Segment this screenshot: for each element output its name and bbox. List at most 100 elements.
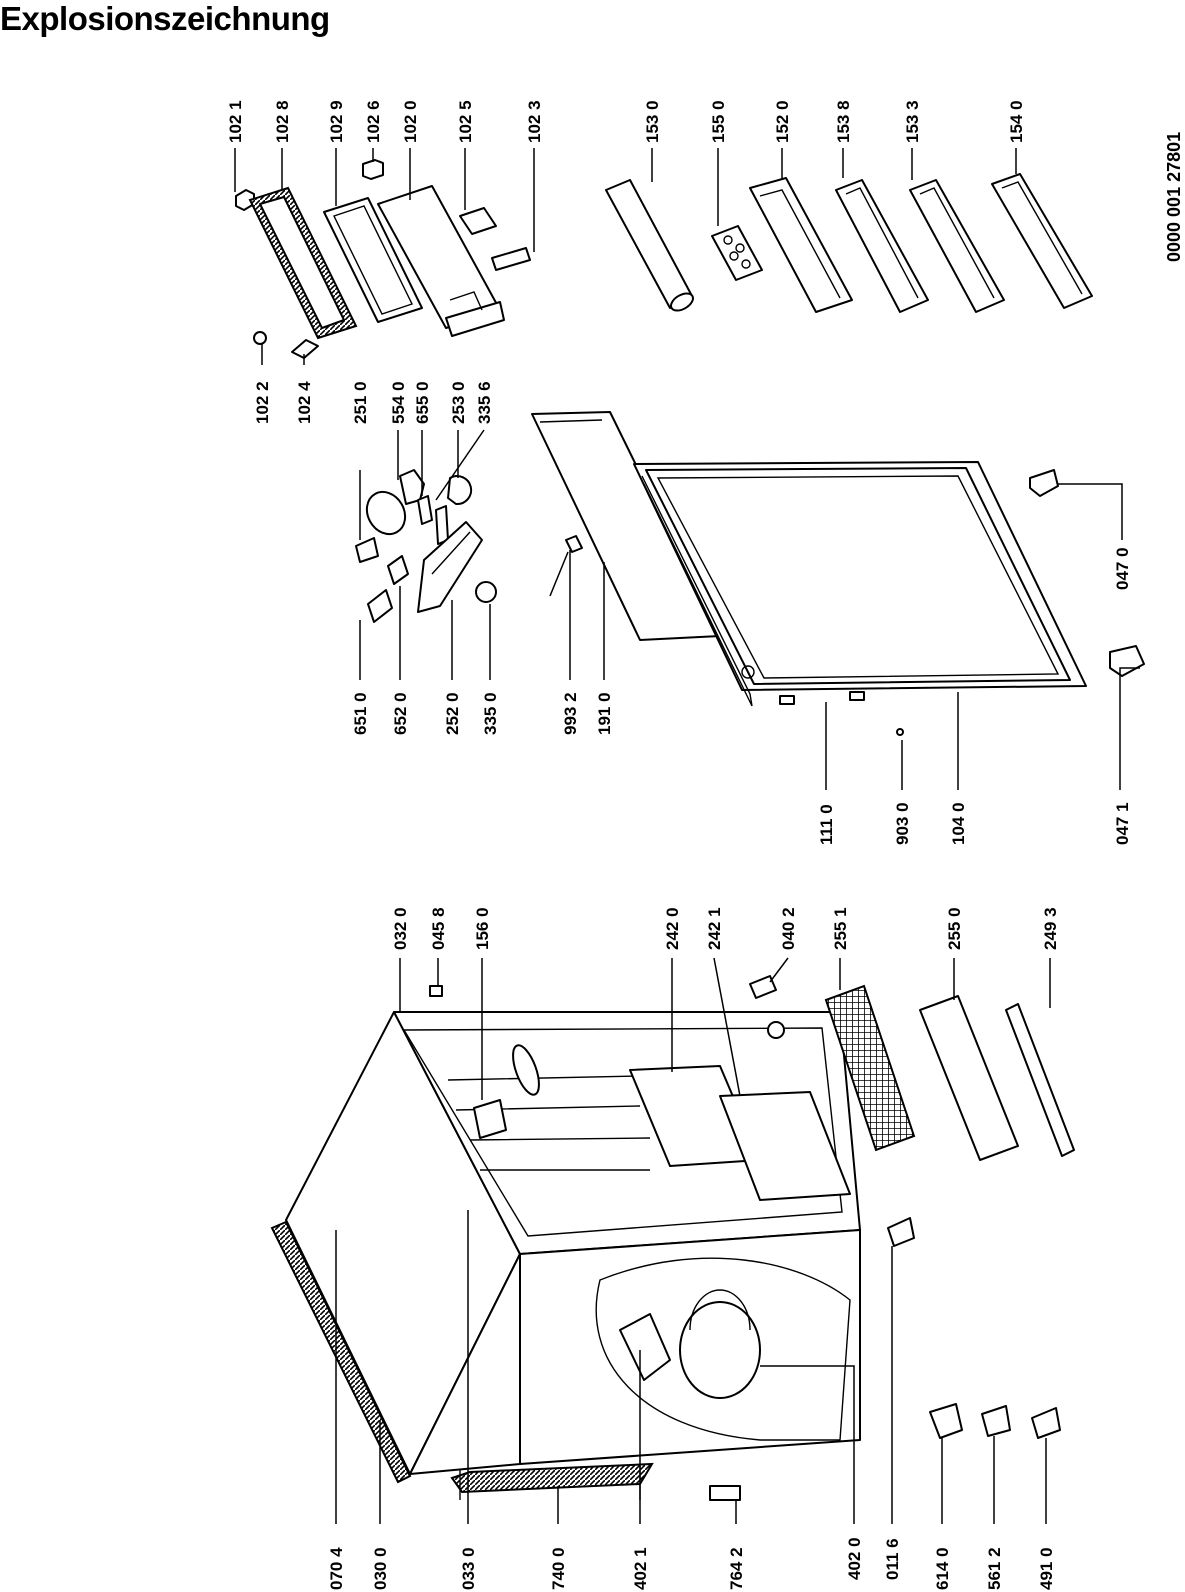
frame-part	[323, 197, 423, 323]
cover-part	[355, 537, 379, 563]
label-1540: 154 0	[1007, 100, 1026, 143]
label-9030: 903 0	[893, 802, 912, 845]
screw-part	[253, 331, 267, 345]
foot-screw-part	[887, 1217, 915, 1247]
label-2510: 251 0	[351, 381, 370, 424]
hinge-part	[779, 695, 795, 705]
compressor-recess	[595, 1257, 851, 1441]
drier-part	[709, 1485, 741, 1501]
label-1560: 156 0	[473, 907, 492, 950]
document-number: 0000 001 27801	[1164, 132, 1184, 262]
bulb-part	[417, 495, 433, 525]
label-2551: 255 1	[831, 907, 850, 950]
socket-part	[387, 555, 409, 585]
label-4910: 491 0	[1037, 1547, 1056, 1590]
label-7642: 764 2	[727, 1547, 746, 1590]
small-part-491	[1031, 1407, 1061, 1439]
label-2420: 242 0	[663, 907, 682, 950]
wire-shelf-part	[824, 984, 916, 1152]
door-assembly	[531, 411, 1145, 736]
label-6520: 652 0	[391, 692, 410, 735]
label-1021: 102 1	[226, 100, 245, 143]
label-7400: 740 0	[549, 1547, 568, 1590]
shelf-trim-part	[1005, 1003, 1075, 1157]
label-0300: 030 0	[371, 1547, 390, 1590]
label-3350: 335 0	[481, 692, 500, 735]
part-labels: 102 1 102 8 102 9 102 6 102 0 102 5 102 …	[226, 100, 1184, 1590]
bottle-shelf-part	[991, 173, 1093, 309]
label-plate-part	[459, 207, 497, 235]
label-2550: 255 0	[945, 907, 964, 950]
label-1040: 104 0	[949, 802, 968, 845]
label-0402: 040 2	[779, 907, 798, 950]
compressor-part	[679, 1301, 761, 1399]
relay-part	[619, 1313, 671, 1381]
small-part-614	[929, 1403, 963, 1439]
label-1110: 111 0	[817, 804, 836, 845]
label-1026: 102 6	[364, 100, 383, 143]
label-1533: 153 3	[903, 100, 922, 143]
label-1025: 102 5	[456, 100, 475, 143]
label-1029: 102 9	[327, 100, 346, 143]
label-2421: 242 1	[705, 907, 724, 950]
cabinet	[270, 975, 1075, 1501]
small-part-561	[981, 1405, 1011, 1437]
screw-3-part	[429, 985, 443, 997]
drawer-lower-part	[719, 1091, 851, 1201]
knob-part	[447, 475, 473, 506]
screw-2-part	[896, 728, 904, 736]
label-1520: 152 0	[773, 100, 792, 143]
label-1910: 191 0	[595, 692, 614, 735]
label-0458: 045 8	[429, 907, 448, 950]
label-5540: 554 0	[389, 381, 408, 424]
thermostat-housing-part	[417, 521, 483, 613]
label-1538: 153 8	[834, 100, 853, 143]
label-1024: 102 4	[295, 381, 314, 424]
label-1550: 155 0	[709, 100, 728, 143]
bracket-part	[291, 339, 319, 359]
door-bin-part	[749, 177, 853, 313]
label-6140: 614 0	[933, 1547, 952, 1590]
label-0320: 032 0	[391, 907, 410, 950]
label-0470: 047 0	[1113, 547, 1132, 590]
shelf-tube-part	[605, 179, 693, 309]
label-5612: 561 2	[985, 1547, 1004, 1590]
sensor-part	[565, 535, 583, 553]
page-title: Explosionszeichnung	[0, 0, 330, 37]
dial-part	[475, 581, 497, 603]
label-1022: 102 2	[253, 381, 272, 424]
label-1530: 153 0	[643, 100, 662, 143]
leader-lines	[234, 148, 1140, 1524]
label-3356: 335 6	[475, 381, 494, 424]
latch-part	[491, 247, 531, 271]
label-4020: 402 0	[845, 1537, 864, 1580]
label-1020: 102 0	[401, 100, 420, 143]
label-0471: 047 1	[1113, 802, 1132, 845]
label-0704: 070 4	[327, 1547, 346, 1590]
top-grill-part	[270, 1220, 412, 1484]
switch-part	[367, 589, 393, 623]
lamp-cover-part	[365, 490, 407, 536]
foot-part	[1029, 469, 1059, 497]
label-1023: 102 3	[525, 100, 544, 143]
label-6550: 655 0	[413, 381, 432, 424]
label-2520: 252 0	[443, 692, 462, 735]
label-0116: 011 6	[883, 1538, 902, 1580]
door-shelf-1-part	[835, 179, 929, 313]
label-4021: 402 1	[631, 1547, 650, 1590]
spring-part	[435, 505, 449, 545]
label-9932: 993 2	[561, 692, 580, 735]
door-shelf-2-part	[909, 179, 1005, 313]
foot-2-part	[1109, 645, 1145, 677]
glass-shelf-part	[919, 995, 1019, 1161]
label-2493: 249 3	[1041, 907, 1060, 950]
label-2530: 253 0	[449, 381, 468, 424]
control-panel-part	[473, 1099, 507, 1139]
thermostat-light-group	[355, 469, 583, 623]
label-6510: 651 0	[351, 692, 370, 735]
door-parts-top	[235, 159, 531, 359]
door-shelves	[605, 173, 1093, 313]
label-1028: 102 8	[273, 100, 292, 143]
hinge-clip-part	[362, 159, 384, 180]
